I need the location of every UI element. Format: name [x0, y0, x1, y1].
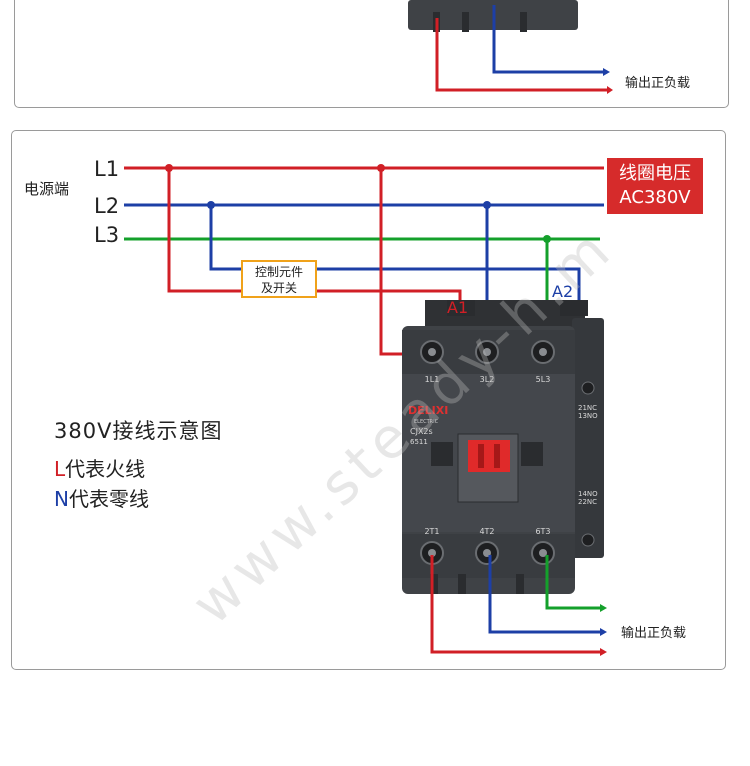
control-box-line2: 及开关	[261, 281, 297, 295]
line-label-l1: L1	[94, 157, 119, 181]
brand-logo: DELIXI	[408, 404, 448, 417]
terminal-label-5l3: 5L3	[536, 375, 551, 384]
blue-control-wire	[209, 205, 581, 318]
main-panel	[11, 130, 726, 670]
coil-terminal-a2: A2	[552, 282, 573, 301]
terminal-label-3l2: 3L2	[480, 375, 495, 384]
coil-voltage-badge: 线圈电压 AC380V	[607, 158, 703, 214]
coil-voltage-value: AC380V	[619, 187, 691, 208]
legend-neutral-text: 代表零线	[68, 487, 149, 511]
terminal-label-2t1: 2T1	[424, 527, 439, 536]
red-output-wire	[430, 555, 600, 654]
diagram-title: 380V接线示意图	[54, 419, 223, 443]
line-label-l3: L3	[94, 223, 119, 247]
legend-neutral: N代表零线	[54, 483, 149, 512]
model-number: 6511	[410, 438, 428, 446]
terminal-label-1l1: 1L1	[425, 375, 440, 384]
legend-neutral-letter: N	[54, 487, 69, 511]
brand-sub: ELECTRIC	[414, 419, 439, 425]
terminal-label-6t3: 6T3	[535, 527, 550, 536]
aux-label-22nc: 22NC	[578, 498, 597, 506]
aux-label-13no: 13NO	[578, 412, 598, 420]
model-label: CJX2s	[410, 427, 433, 436]
blue-output-wire-top	[492, 5, 603, 74]
legend-live-letter: L	[54, 457, 66, 481]
legend-live: L代表火线	[54, 453, 145, 482]
control-box-line1: 控制元件	[255, 265, 303, 279]
control-box	[241, 260, 317, 298]
coil-voltage-label: 线圈电压	[619, 163, 691, 184]
coil-terminal-a1: A1	[447, 298, 468, 317]
output-label: 输出正负载	[621, 625, 686, 641]
legend-live-text: 代表火线	[65, 457, 146, 481]
aux-label-14no: 14NO	[578, 490, 598, 498]
line-label-l2: L2	[94, 194, 119, 218]
green-output-wire	[545, 555, 600, 610]
output-label-top: 输出正负载	[625, 75, 690, 91]
red-output-wire-top	[435, 18, 607, 92]
aux-label-21nc: 21NC	[578, 404, 597, 412]
blue-output-wire	[488, 555, 600, 634]
source-label: 电源端	[24, 180, 69, 198]
terminal-label-4t2: 4T2	[479, 527, 494, 536]
indicator-button	[468, 440, 510, 472]
